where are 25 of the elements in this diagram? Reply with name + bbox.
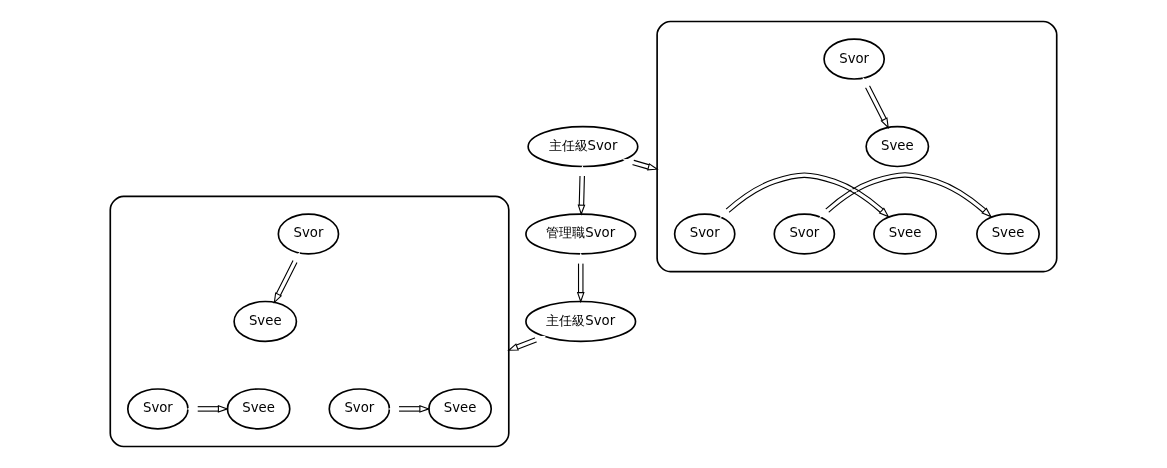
node-ellipse: Svee (865, 125, 930, 168)
arrow (273, 251, 301, 304)
arrow (622, 158, 659, 171)
node-ellipse: Svee (873, 213, 938, 255)
arrow (819, 172, 993, 219)
arrow (577, 164, 587, 216)
node-ellipse: Svee (428, 388, 493, 430)
node-ellipse: Svor (773, 213, 836, 255)
node-ellipse: Svee (226, 388, 291, 430)
arrow (862, 76, 889, 129)
arrow (576, 252, 585, 304)
arrow (719, 172, 890, 219)
arrow (387, 405, 431, 413)
arrow (186, 405, 229, 413)
cluster (109, 195, 510, 448)
node-ellipse: Svee (976, 213, 1040, 255)
node-ellipse: Svor (328, 388, 391, 430)
arrow (507, 335, 547, 351)
node-ellipse: Svor (127, 388, 189, 430)
node-ellipse: Svor (277, 213, 340, 255)
cluster (656, 20, 1058, 273)
node-ellipse: 管理職Svor (525, 213, 637, 255)
node-ellipse: Svor (823, 38, 886, 80)
node-ellipse: Svee (233, 300, 298, 343)
node-ellipse: Svor (673, 213, 736, 255)
